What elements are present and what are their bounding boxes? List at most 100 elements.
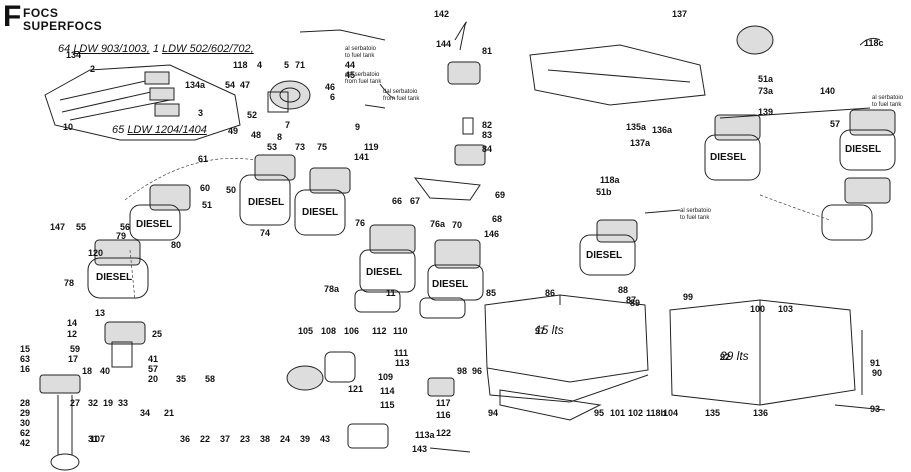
callout-98: 98 (457, 366, 467, 376)
callout-60: 60 (200, 183, 210, 193)
callout-101: 101 (610, 408, 625, 418)
callout-3: 3 (198, 108, 203, 118)
callout-19: 19 (103, 398, 113, 408)
filter-diesel-text-9: DIESEL (586, 250, 622, 261)
filter-diesel-text-8: DIESEL (845, 144, 881, 155)
callout-9: 9 (355, 122, 360, 132)
callout-85: 85 (486, 288, 496, 298)
callout-109: 109 (378, 372, 393, 382)
section-title-focs: FOCS (23, 6, 59, 20)
callout-92: 92 (720, 352, 730, 362)
pump-assembly-lower-left (39, 321, 146, 471)
fuel-pump-top-left (267, 80, 311, 113)
callout-121: 121 (348, 384, 363, 394)
callout-113: 113 (395, 358, 410, 368)
model-group-64-number: 64 (58, 43, 71, 55)
callout-20: 20 (148, 374, 158, 384)
callout-114: 114 (380, 386, 395, 396)
callout-96: 96 (472, 366, 482, 376)
callout-39: 39 (300, 434, 310, 444)
note-to-fuel-tank-d: al serbatoio to fuel tank (680, 208, 711, 222)
callout-144: 144 (436, 39, 451, 49)
callout-32: 32 (88, 398, 98, 408)
callout-76a: 76a (430, 219, 446, 229)
model-line-2: 65 LDW 1204/1404 (112, 124, 207, 136)
callout-57: 57 (148, 364, 158, 374)
note-d-it: al serbatoio (680, 208, 712, 214)
callout-6: 6 (330, 92, 335, 102)
filter-set-right: DIESEL DIESEL DIESEL (579, 109, 896, 276)
callout-106: 106 (344, 326, 359, 336)
callout-49: 49 (228, 126, 238, 136)
callout-135a: 135a (626, 122, 647, 132)
callout-68: 68 (492, 214, 502, 224)
callout-140: 140 (820, 86, 835, 96)
callout-118: 118 (233, 60, 248, 70)
callout-51b: 51b (596, 187, 612, 197)
callout-21: 21 (164, 408, 174, 418)
callout-17: 17 (68, 354, 78, 364)
model-group-65-text: LDW 1204/1404 (127, 124, 207, 136)
callout-80: 80 (171, 240, 181, 250)
callout-40: 40 (100, 366, 110, 376)
filter-diesel-text-5: DIESEL (366, 267, 402, 278)
callout-18: 18 (82, 366, 92, 376)
callout-53: 53 (267, 142, 277, 152)
filter-set-left: DIESEL DIESEL DIESEL DIESEL (87, 154, 351, 301)
callout-82: 82 (482, 120, 492, 130)
callout-34: 34 (140, 408, 150, 418)
callout-102: 102 (628, 408, 643, 418)
callout-76: 76 (355, 218, 365, 228)
filter-diesel-text-1: DIESEL (248, 197, 284, 208)
callout-118b: 118b (646, 408, 667, 418)
callout-137a: 137a (630, 138, 651, 148)
callout-46: 46 (325, 82, 335, 92)
callout-87: 87 (626, 295, 636, 305)
callout-118c: 118c (864, 38, 884, 48)
callout-74: 74 (260, 228, 270, 238)
callout-38: 38 (260, 434, 270, 444)
callout-139: 139 (758, 107, 773, 117)
model-group-65-number: 65 (112, 124, 125, 136)
callout-58: 58 (205, 374, 215, 384)
callout-108: 108 (321, 326, 336, 336)
filter-set-middle: DIESEL DIESEL (354, 177, 484, 319)
callout-134: 134 (66, 50, 81, 60)
model-group-64-text: LDW 903/1003, (73, 43, 150, 55)
section-letter: F (3, 0, 22, 33)
callout-117: 117 (436, 398, 451, 408)
filter-diesel-text-4: DIESEL (96, 272, 132, 283)
note-d-en: to fuel tank (680, 215, 710, 221)
callout-103: 103 (778, 304, 793, 314)
callout-122: 122 (436, 428, 451, 438)
note-c-it: dal serbatoio (383, 89, 418, 95)
callout-33: 33 (118, 398, 128, 408)
callout-100: 100 (750, 304, 765, 314)
callout-78: 78 (64, 278, 74, 288)
callout-81: 81 (482, 46, 492, 56)
callout-141: 141 (354, 152, 369, 162)
callout-107: 107 (90, 434, 105, 444)
callout-50: 50 (226, 185, 236, 195)
callout-88: 88 (618, 285, 628, 295)
callout-94: 94 (488, 408, 498, 418)
callout-83: 83 (482, 130, 492, 140)
callout-22: 22 (200, 434, 210, 444)
pipes (299, 29, 881, 453)
callout-63: 63 (20, 354, 30, 364)
callout-73: 73 (295, 142, 305, 152)
callout-84: 84 (482, 144, 492, 154)
callout-36: 36 (180, 434, 190, 444)
callout-5: 5 (284, 60, 289, 70)
callout-137: 137 (672, 9, 687, 19)
callout-15: 15 (20, 344, 30, 354)
callout-56: 56 (120, 222, 130, 232)
callout-78a: 78a (324, 284, 340, 294)
engine-block-right (529, 25, 774, 106)
callout-119: 119 (364, 142, 379, 152)
filter-diesel-text-3: DIESEL (136, 219, 172, 230)
callout-136a: 136a (652, 125, 673, 135)
callout-41: 41 (148, 354, 158, 364)
callout-86: 86 (545, 288, 555, 298)
